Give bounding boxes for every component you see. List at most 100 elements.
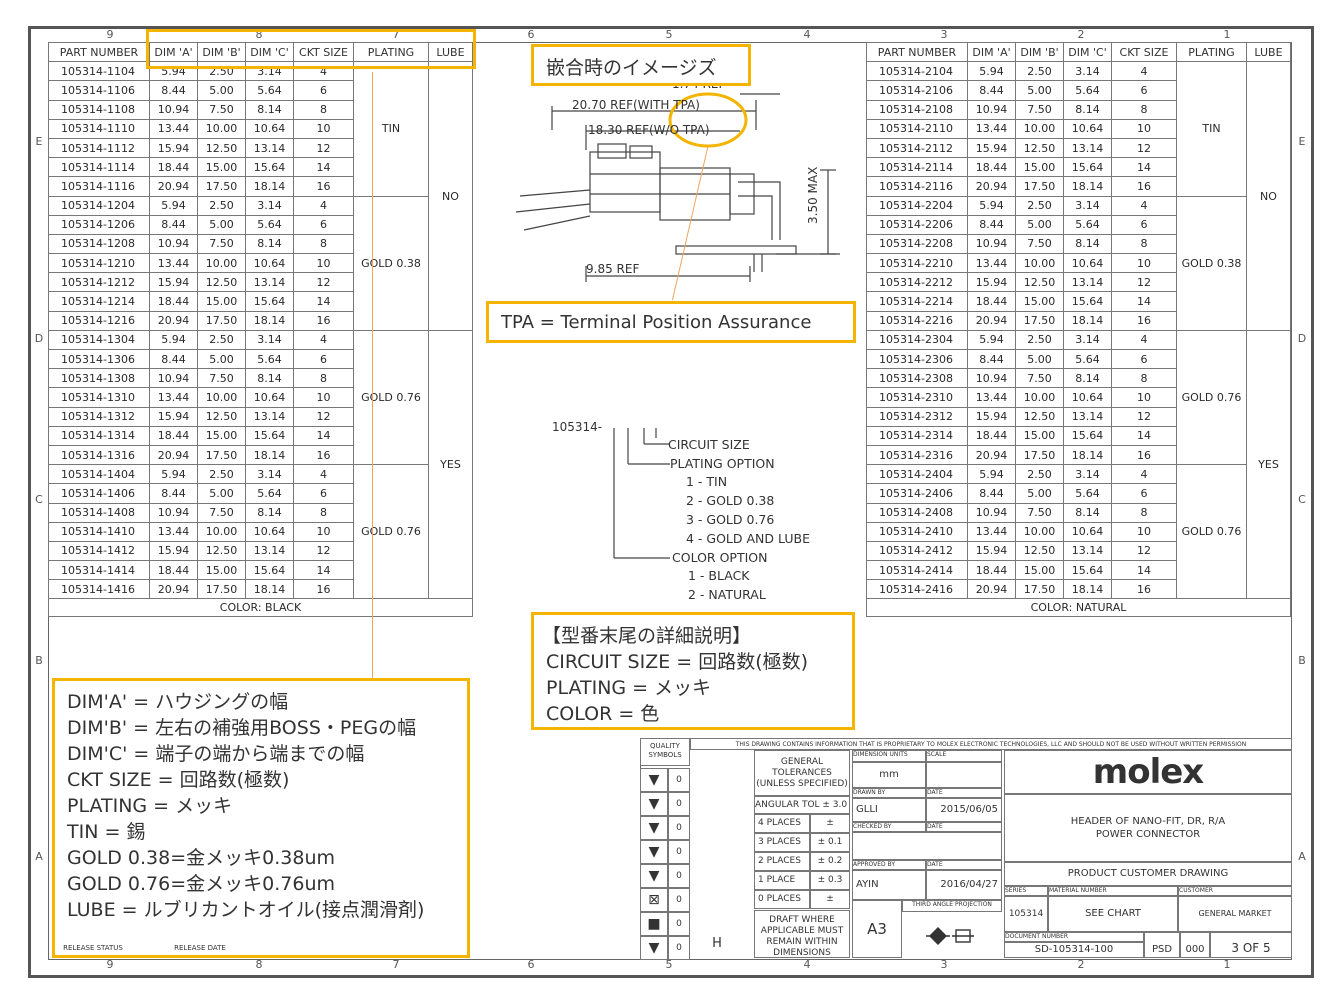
dim-cell: 8.44: [967, 483, 1016, 504]
plating-cell: TIN: [353, 61, 429, 197]
dim-cell: 13.14: [1063, 406, 1112, 427]
dim-cell: 8.14: [1063, 502, 1112, 523]
part-number-cell: 105314-2212: [866, 272, 968, 293]
dim-cell: 15.00: [197, 157, 246, 178]
dim-cell: 13.44: [967, 253, 1016, 274]
suffix-note-box: 【型番末尾の詳細説明】CIRCUIT SIZE = 回路数(極数)PLATING…: [531, 612, 855, 730]
dim-cell: 2.50: [197, 195, 246, 216]
dim-cell: 15.00: [197, 425, 246, 446]
part-number-cell: 105314-1114: [48, 157, 150, 178]
part-number-cell: 105314-1206: [48, 214, 150, 235]
tolerance-place-label: 4 PLACES: [754, 814, 810, 833]
dim-cell: 8: [293, 368, 354, 389]
dim-cell: 15.64: [245, 425, 294, 446]
draft-note: DRAFT WHERE APPLICABLE MUST REMAIN WITHI…: [754, 910, 850, 958]
suffix-note-line: PLATING = メッキ: [546, 677, 712, 699]
dim-cell: 16: [293, 310, 354, 331]
dim-cell: 8.44: [149, 483, 198, 504]
dim-cell: 13.44: [149, 118, 198, 139]
dim-cell: 10.00: [197, 387, 246, 408]
dim-cell: 20.94: [967, 444, 1016, 466]
dim-cell: 10: [293, 521, 354, 542]
dim-cell: 5.94: [967, 329, 1016, 351]
doc-part: 000: [1180, 932, 1210, 958]
legend-note-line: DIM'C' = 端子の端から端までの幅: [67, 743, 365, 765]
header-highlight-box: [146, 29, 476, 69]
dim-cell: 12: [293, 272, 354, 293]
dim-cell: 15.00: [197, 291, 246, 312]
dim-cell: 10.94: [967, 99, 1016, 120]
part-number-cell: 105314-2314: [866, 425, 968, 446]
dim-cell: 5.00: [197, 483, 246, 504]
dim-cell: 14: [293, 157, 354, 178]
dim-cell: 10.64: [245, 387, 294, 408]
table-footer-row: COLOR: NATURAL: [866, 598, 1291, 618]
dim-cell: 8.14: [245, 502, 294, 523]
part-code-tree: [613, 428, 670, 559]
drawn-date: 2015/06/05: [926, 798, 1002, 822]
dim-cell: 12.50: [1015, 540, 1064, 562]
release-status-label: RELEASE STATUS: [63, 944, 123, 952]
tolerance-place-label: 2 PLACES: [754, 852, 810, 871]
dim-cell: 15.00: [1015, 291, 1064, 312]
dim-cell: 16: [1111, 176, 1177, 197]
dim-cell: 8: [1111, 502, 1177, 523]
part-code-line: 4 - GOLD AND LUBE: [686, 531, 810, 546]
dim-cell: 8.44: [149, 80, 198, 101]
dim-cell: 18.44: [149, 560, 198, 581]
dim-cell: 17.50: [197, 176, 246, 197]
drawing-title-line2: POWER CONNECTOR: [1004, 828, 1292, 862]
part-number-cell: 105314-2204: [866, 195, 968, 216]
legend-note-line: PLATING = メッキ: [67, 795, 233, 817]
part-number-cell: 105314-2214: [866, 291, 968, 312]
dim-cell: 3.14: [1063, 195, 1112, 216]
customer-label: CUSTOMER: [1178, 886, 1292, 896]
plating-cell: GOLD 0.76: [353, 329, 429, 466]
dim-cell: 10: [1111, 521, 1177, 542]
dim-cell: 12.50: [197, 272, 246, 293]
part-number-cell: 105314-2304: [866, 329, 968, 351]
connector-drawing: [515, 92, 840, 300]
dim-cell: 15.94: [149, 272, 198, 293]
dim-cell: 18.44: [967, 291, 1016, 312]
dim-cell: 16: [293, 579, 354, 600]
part-number-cell: 105314-2114: [866, 157, 968, 178]
dim-cell: 15.00: [197, 560, 246, 581]
part-number-cell: 105314-2206: [866, 214, 968, 235]
dim-cell: 10: [293, 253, 354, 274]
zone-col-bottom: 2: [1077, 958, 1085, 971]
zone-row-left: A: [35, 850, 43, 863]
lube-cell: NO: [428, 61, 473, 331]
part-number-cell: 105314-2210: [866, 253, 968, 274]
dim-cell: 8: [1111, 368, 1177, 389]
tolerance-place-label: 0 PLACES: [754, 890, 810, 909]
part-number-cell: 105314-1208: [48, 233, 150, 255]
dim-cell: 10.00: [1015, 521, 1064, 542]
tolerance-place-value: ± 0.2: [810, 852, 850, 871]
quality-symbol-value: 0: [668, 864, 690, 888]
dim-cell: 6: [293, 80, 354, 101]
zone-col-top: 1: [1223, 28, 1231, 41]
dim-cell: 10.64: [1063, 387, 1112, 408]
dim-cell: 10.64: [245, 253, 294, 274]
zone-col-bottom: 1: [1223, 958, 1231, 971]
dim-cell: 10.94: [967, 233, 1016, 255]
zone-col-bottom: 8: [255, 958, 263, 971]
